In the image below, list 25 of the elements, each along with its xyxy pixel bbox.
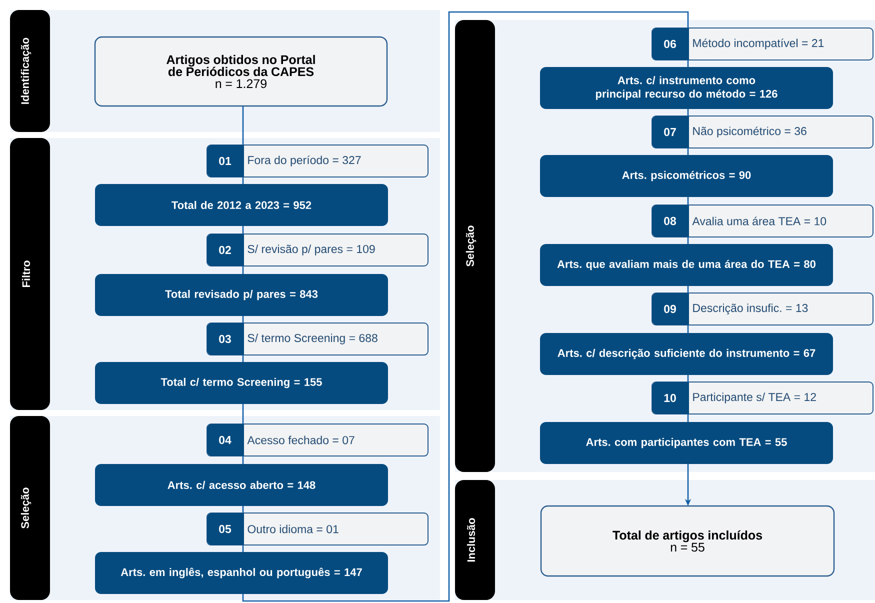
count-box: Arts. com participantes com TEA = 55 (540, 422, 833, 464)
count-box: Arts. c/ instrumento como principal recurso do método = 126 (540, 67, 833, 109)
connector-line (242, 11, 689, 602)
exclusion-box: 07 Não psicométrico = 36 (652, 116, 874, 148)
count-box: Total revisado p/ pares = 843 (95, 274, 388, 316)
count-box: Total de 2012 a 2023 = 952 (95, 184, 388, 226)
exclusion-box: 05 Outro idioma = 01 (206, 512, 428, 546)
exclusion-box: 09 Descrição insufic. = 13 (652, 292, 874, 326)
count-box: Arts. psicométricos = 90 (540, 155, 833, 197)
start-box: Artigos obtidos no Portal de Periódicos da CAPES n = 1.279 (94, 36, 388, 107)
exclusion-box: 06 Método incompatível = 21 (652, 28, 874, 60)
exclusion-box: 03 S/ termo Screening = 688 (206, 322, 428, 356)
count-box: Arts. c/ acesso aberto = 148 (95, 464, 388, 506)
exclusion-box: 02 S/ revisão p/ pares = 109 (206, 234, 428, 266)
count-box: Arts. que avaliam mais de uma área do TEA = 80 (540, 244, 833, 286)
count-box: Arts. c/ descrição suficiente do instrumento = 67 (540, 333, 833, 375)
connector-line (242, 404, 244, 424)
exclusion-box: 10 Participante s/ TEA = 12 (652, 382, 874, 414)
count-box: Total c/ termo Screening = 155 (95, 362, 388, 404)
result-box: Total de artigos incluídos n = 55 (540, 505, 835, 577)
exclusion-box: 01 Fora do período = 327 (206, 144, 428, 178)
exclusion-box: 04 Acesso fechado = 07 (206, 424, 428, 456)
count-box: Arts. em inglês, espanhol ou português = 147 (95, 552, 388, 594)
exclusion-box: 08 Avalia uma área TEA = 10 (652, 204, 874, 238)
connector-line (242, 106, 244, 145)
